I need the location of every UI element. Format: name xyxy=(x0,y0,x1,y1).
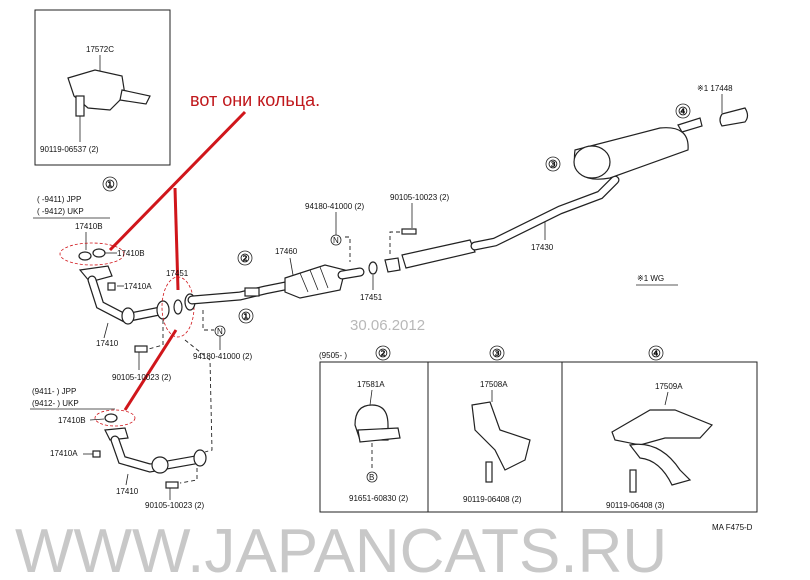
ring-17451-right xyxy=(368,261,378,275)
annotation-text: вот они кольца. xyxy=(190,90,320,110)
bracket-ref-3: ③ xyxy=(492,348,502,360)
nut-94180-right-label: 94180-41000 (2) xyxy=(305,202,364,211)
nut-symbol-N-left: N xyxy=(217,327,223,336)
gasket-ring-late xyxy=(104,413,118,423)
gasket-highlight-circle xyxy=(59,242,125,266)
ring-17451 xyxy=(173,299,183,315)
nut-94180-left-label: 94180-41000 (2) xyxy=(193,352,252,361)
bracket-17509A-label: 17509A xyxy=(655,382,683,391)
resonator xyxy=(401,239,476,269)
ref-4-label: ④ xyxy=(678,106,688,118)
annotation-arrow-1 xyxy=(108,110,247,252)
part-17572C-label: 17572C xyxy=(86,45,114,54)
brackets-box xyxy=(319,361,758,513)
gasket-17410B-label: 17410B xyxy=(117,249,145,258)
converter-17460-label: 17460 xyxy=(275,247,298,256)
ref-2-label: ② xyxy=(240,253,250,265)
bracket-17581A-label: 17581A xyxy=(357,380,385,389)
gasket-17410B-top-label: 17410B xyxy=(75,222,103,231)
pipe-17410-late-label: 17410 xyxy=(116,487,139,496)
range-jpp-late: (9411- ) JPP xyxy=(32,387,76,396)
bolt-90105-late-label: 90105-10023 (2) xyxy=(145,501,204,510)
range-jpp-early: ( -9411) JPP xyxy=(37,195,81,204)
ref-3-label: ③ xyxy=(548,159,558,171)
exhaust-tip xyxy=(719,107,749,127)
bolt-symbol-B: B xyxy=(369,473,374,482)
date-stamp: 30.06.2012 xyxy=(350,317,425,334)
range-ukp-early: ( -9412) UKP xyxy=(37,207,84,216)
bolt-90105-early-label: 90105-10023 (2) xyxy=(112,373,171,382)
nut-symbol-N-right: N xyxy=(333,236,339,245)
annotation-arrow-2 xyxy=(173,187,180,291)
bolt-91651-label: 91651-60830 (2) xyxy=(349,494,408,503)
ring-17451-left-label: 17451 xyxy=(166,269,189,278)
bolt-90119-2-label: 90119-06408 (2) xyxy=(463,495,522,504)
range-ukp-late: (9412- ) UKP xyxy=(32,399,79,408)
nut-17410A-late-label: 17410A xyxy=(50,449,78,458)
bracket-ref-2: ② xyxy=(378,348,388,360)
diagram-code: MA F475-D xyxy=(712,523,753,532)
bolt-90119-06537-label: 90119-06537 (2) xyxy=(40,145,99,154)
pipe-17410-label: 17410 xyxy=(96,339,119,348)
bracket-17509A xyxy=(611,409,714,446)
nut-17410A-label: 17410A xyxy=(124,282,152,291)
annotation-arrow-3 xyxy=(123,329,178,411)
bracket-17508A xyxy=(471,401,531,471)
bolt-90119-3-label: 90119-06408 (3) xyxy=(606,501,665,510)
tip-17448-label: ※1 17448 xyxy=(697,84,733,93)
gasket-17410B-late-label: 17410B xyxy=(58,416,86,425)
bracket-range-label: (9505- ) xyxy=(319,351,347,360)
gasket-ring xyxy=(92,248,106,258)
gasket-ring xyxy=(78,251,92,261)
watermark-text: WWW.JAPANCATS.RU xyxy=(15,517,667,580)
inset-hanger-box: 17572C 90119-06537 (2) xyxy=(34,9,171,166)
bolt-90105-right-label: 90105-10023 (2) xyxy=(390,193,449,202)
bracket-17508A-label: 17508A xyxy=(480,380,508,389)
bracket-ref-4: ④ xyxy=(651,348,661,360)
ring-17451-right-label: 17451 xyxy=(360,293,383,302)
note-wg-label: ※1 WG xyxy=(637,274,664,283)
ref-1-label: ① xyxy=(105,179,115,191)
ref-1-pipe-label: ① xyxy=(241,311,251,323)
tail-pipe-17430-label: 17430 xyxy=(531,243,554,252)
